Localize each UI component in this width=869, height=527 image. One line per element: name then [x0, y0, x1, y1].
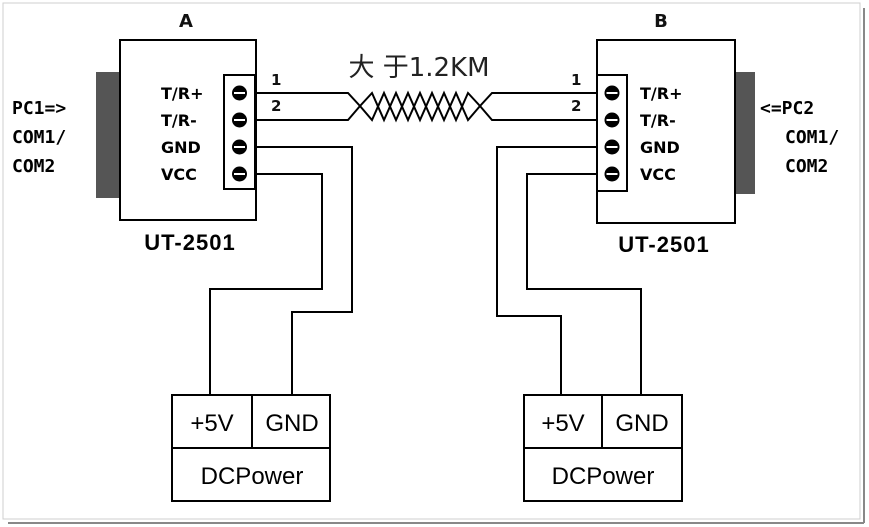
unit-b-screw-terminals [604, 85, 620, 182]
right-psu-gnd: GND [615, 410, 668, 437]
unit-b-pc-line-2: COM1/ [785, 127, 839, 148]
unit-b-label: B [654, 11, 668, 32]
unit-b-pin-tr-plus: T/R+ [640, 84, 682, 103]
wire-right-gnd [496, 146, 597, 395]
wire-right-vcc [526, 173, 642, 395]
right-dc-power-supply: +5V GND DCPower [523, 394, 683, 502]
left-psu-plus5v: +5V [190, 410, 233, 437]
unit-b-wire-number-1: 1 [571, 71, 581, 89]
power-wiring [209, 146, 642, 395]
left-dc-power-supply: +5V GND DCPower [171, 394, 331, 502]
cable-distance-label: 大 于1.2KM [348, 53, 489, 83]
unit-b-pin-tr-minus: T/R- [640, 111, 676, 130]
wire-tr-plus [255, 90, 597, 123]
left-psu-name: DCPower [201, 463, 304, 490]
unit-b-wire-number-2: 2 [571, 97, 581, 115]
unit-a-pin-gnd: GND [161, 138, 201, 157]
unit-a-wire-number-2: 2 [271, 97, 281, 115]
unit-b: B T/R+ T/R- GND VCC UT-2501 <=PC2 COM1/ … [596, 11, 839, 257]
unit-a-pc-line-2: COM1/ [12, 127, 66, 148]
unit-a-label: A [179, 11, 193, 32]
unit-a-pin-vcc: VCC [161, 165, 197, 184]
unit-b-pin-vcc: VCC [640, 165, 676, 184]
unit-a-pc-line-3: COM2 [12, 156, 55, 177]
unit-a-model: UT-2501 [144, 230, 235, 255]
rs485-twisted-pair-cable: 大 于1.2KM 1 2 1 2 [255, 53, 597, 123]
wire-left-vcc [209, 173, 323, 395]
right-psu-name: DCPower [552, 463, 655, 490]
unit-a-pc-line-1: PC1=> [12, 98, 66, 119]
right-psu-plus5v: +5V [541, 410, 584, 437]
unit-b-pc-line-3: COM2 [785, 156, 828, 177]
left-psu-gnd: GND [265, 410, 318, 437]
unit-b-pc-line-1: <=PC2 [760, 98, 814, 119]
unit-a-wire-number-1: 1 [271, 71, 281, 89]
wire-left-gnd [255, 146, 353, 395]
unit-a: A T/R+ T/R- GND VCC UT-2501 PC1=> COM1/ … [12, 11, 257, 255]
wire-tr-minus [255, 90, 597, 123]
unit-a-pin-tr-minus: T/R- [161, 111, 197, 130]
unit-b-model: UT-2501 [618, 232, 709, 257]
unit-a-screw-terminals [232, 85, 247, 182]
unit-b-pin-gnd: GND [640, 138, 680, 157]
diagram-frame [2, 2, 861, 520]
unit-a-pin-tr-plus: T/R+ [161, 84, 203, 103]
